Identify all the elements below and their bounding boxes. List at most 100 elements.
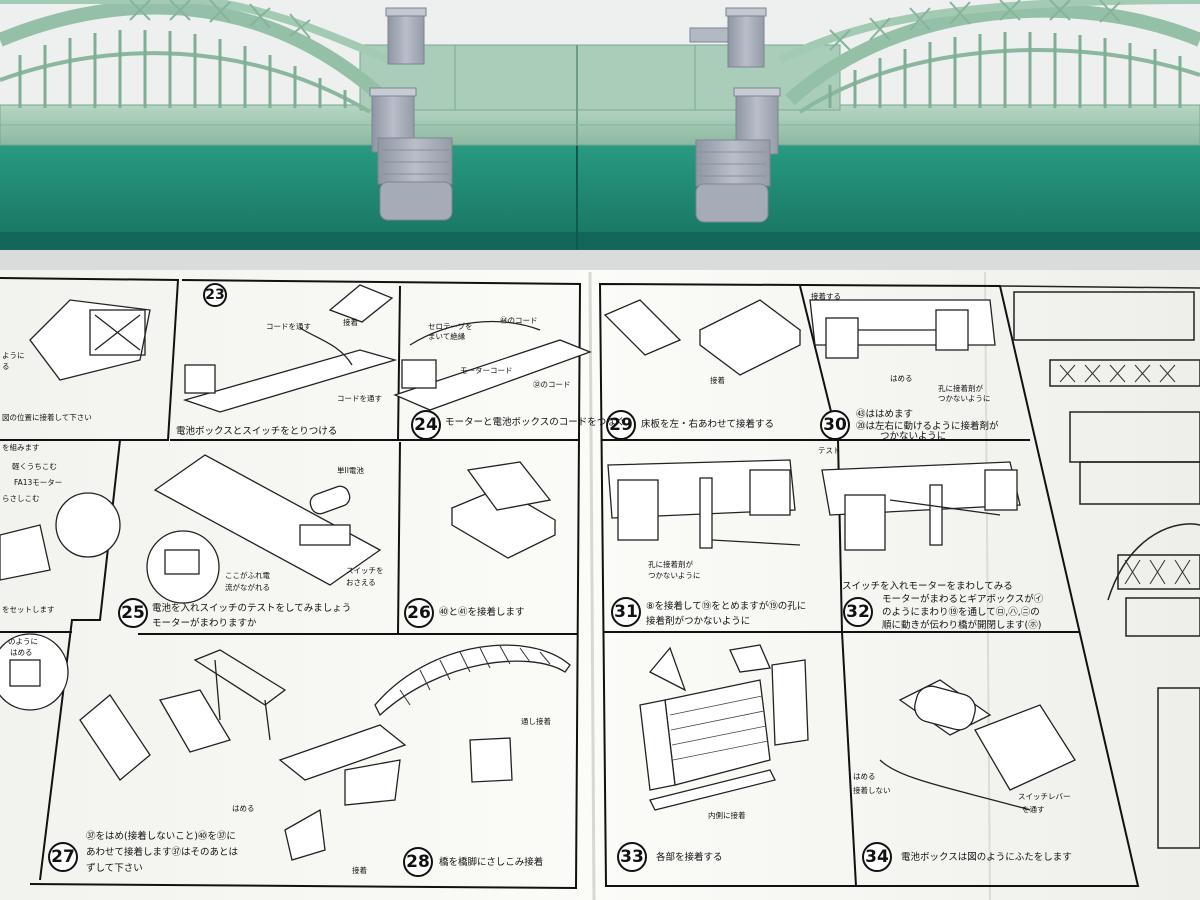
- step-caption: ㊵と㊶を接着します: [439, 607, 525, 618]
- callout-label: 軽くうちこむ: [12, 462, 57, 471]
- illus-34: [879, 679, 1076, 811]
- illus-33-bricks: [669, 695, 769, 761]
- callout-label: はめる: [10, 648, 33, 657]
- step-caption-line2: モーターがまわりますか: [152, 618, 257, 629]
- callout-label: 図の位置に接着して下さい: [2, 413, 92, 422]
- teal-base: [0, 140, 1200, 272]
- panel-far-right-lattice: [1059, 364, 1191, 585]
- callout-label: はめる: [890, 374, 913, 383]
- callout-label: 孔に接着剤が: [648, 560, 693, 569]
- step-caption-line3: ずして下さい: [86, 863, 143, 874]
- callout-label: つかないように: [938, 394, 991, 403]
- callout-label: ように: [2, 351, 25, 360]
- illus-28: [278, 644, 571, 861]
- callout-label: 接着: [352, 866, 367, 875]
- illus-27: [79, 649, 287, 781]
- callout-label: ここがふれ電: [225, 571, 270, 580]
- step-caption-line2: 接着剤がつかないように: [646, 616, 751, 627]
- callout-label: はめる: [232, 804, 255, 813]
- pier-left-back: [385, 7, 427, 65]
- callout-label: まいて絶縁: [428, 332, 466, 341]
- step-caption: 各部を接着する: [656, 852, 723, 863]
- panel-grid-left: [0, 277, 582, 890]
- illus-31: [607, 459, 801, 549]
- step-caption: 橋を橋脚にさしこみ接着: [439, 857, 544, 868]
- step-number-badge: 30: [820, 410, 850, 440]
- callout-label: ㉜のコード: [533, 380, 571, 389]
- pier-right-front: [695, 87, 781, 223]
- callout-label: を通す: [1022, 805, 1045, 814]
- callout-label: らさしこむ: [2, 494, 40, 503]
- illus-left-top: [29, 299, 151, 381]
- callout-label: 接着: [710, 376, 725, 385]
- callout-label: ㊹のコード: [500, 316, 538, 325]
- step-caption: スイッチを入れモーターをまわしてみる: [842, 581, 1013, 592]
- left-lattice: [129, 0, 311, 39]
- illus-30: [809, 299, 996, 359]
- right-arch-hangers: [828, 32, 1182, 108]
- illus-29: [603, 299, 802, 376]
- step-number-badge: 26: [404, 598, 434, 628]
- step-caption: 電池ボックスは図のようにふたをします: [901, 852, 1072, 863]
- callout-label: セロテープを: [428, 322, 473, 331]
- step-caption: モーターと電池ボックスのコードをつなぐ: [445, 417, 626, 428]
- callout-label: スイッチを: [346, 566, 384, 575]
- illus-26: [450, 461, 557, 559]
- callout-label: モーターコード: [460, 366, 513, 375]
- callout-label: コードを通す: [266, 322, 311, 331]
- panel-far-right: [999, 285, 1200, 849]
- panel-grid-right: [598, 282, 1140, 887]
- callout-label: をセットします: [2, 605, 55, 614]
- pier-left-front: [369, 87, 453, 221]
- step-caption-line2: ⑳は左右に動けるように接着剤が: [856, 421, 999, 432]
- step-number-badge: 24: [411, 410, 441, 440]
- step-caption-line2: あわせて接着します㊲はそのあとは: [86, 847, 239, 858]
- illus-23: [182, 284, 398, 413]
- illus-left-bottom: [0, 492, 121, 711]
- illus-25: [146, 454, 382, 604]
- right-lattice: [829, 0, 1121, 51]
- left-arch-hangers: [18, 30, 347, 108]
- step-caption: ㊲をはめ(接着しないこと)㊵を㊲に: [86, 831, 236, 842]
- step-caption: 床板を左・右あわせて接着する: [641, 419, 775, 430]
- illus-32: [821, 461, 1021, 551]
- illus-28-lattice: [399, 645, 551, 706]
- callout-label: 通し接着: [521, 717, 551, 726]
- callout-label: つかないように: [648, 571, 701, 580]
- step-number-badge: 32: [843, 597, 873, 627]
- step-number-badge: 28: [403, 847, 433, 877]
- step-caption: ㊸ははめます: [856, 409, 914, 420]
- callout-label: を組みます: [2, 443, 40, 452]
- callout-label: のように: [8, 637, 38, 646]
- callout-label: スイッチレバー: [1018, 792, 1071, 801]
- callout-label: る: [2, 362, 10, 371]
- step-number-badge: 31: [611, 597, 641, 627]
- step-caption-line3: のようにまわり⑲を通して㋺,㋩,㋥の: [882, 607, 1040, 618]
- callout-label: コードを通す: [337, 394, 382, 403]
- right-arch-truss: [778, 0, 1200, 114]
- callout-label: はめる: [853, 772, 876, 781]
- pier-right-back: [689, 7, 767, 68]
- step-caption-line3: つかないように: [880, 431, 947, 442]
- step-number-badge: 34: [862, 842, 892, 872]
- step-number-badge: 29: [606, 410, 636, 440]
- step-caption-line2: モーターがまわるとギアボックスが㋑: [882, 594, 1044, 605]
- step-number-badge: 27: [48, 842, 78, 872]
- callout-label: 接着する: [811, 292, 841, 301]
- callout-label: 内側に接着: [708, 811, 746, 820]
- callout-label: 接着: [343, 318, 358, 327]
- callout-label: テスト: [818, 446, 841, 455]
- callout-label: おさえる: [346, 578, 376, 587]
- step-number-badge: 33: [617, 842, 647, 872]
- illus-24: [393, 321, 592, 411]
- illus-33: [639, 644, 809, 811]
- step-caption-line4: 順に動きが伝わり橋が開閉します(㋭): [882, 620, 1042, 631]
- callout-label: 接着しない: [853, 786, 891, 795]
- step-caption: ⑧を接着して⑲をとめますが⑲の孔に: [646, 601, 807, 612]
- step-caption: 電池ボックスとスイッチをとりつける: [176, 426, 338, 437]
- step-caption: 電池を入れスイッチのテストをしてみましょう: [152, 603, 352, 614]
- callout-label: 孔に接着剤が: [938, 384, 983, 393]
- step-number-badge: 23: [203, 283, 227, 307]
- step-number-badge: 25: [118, 598, 148, 628]
